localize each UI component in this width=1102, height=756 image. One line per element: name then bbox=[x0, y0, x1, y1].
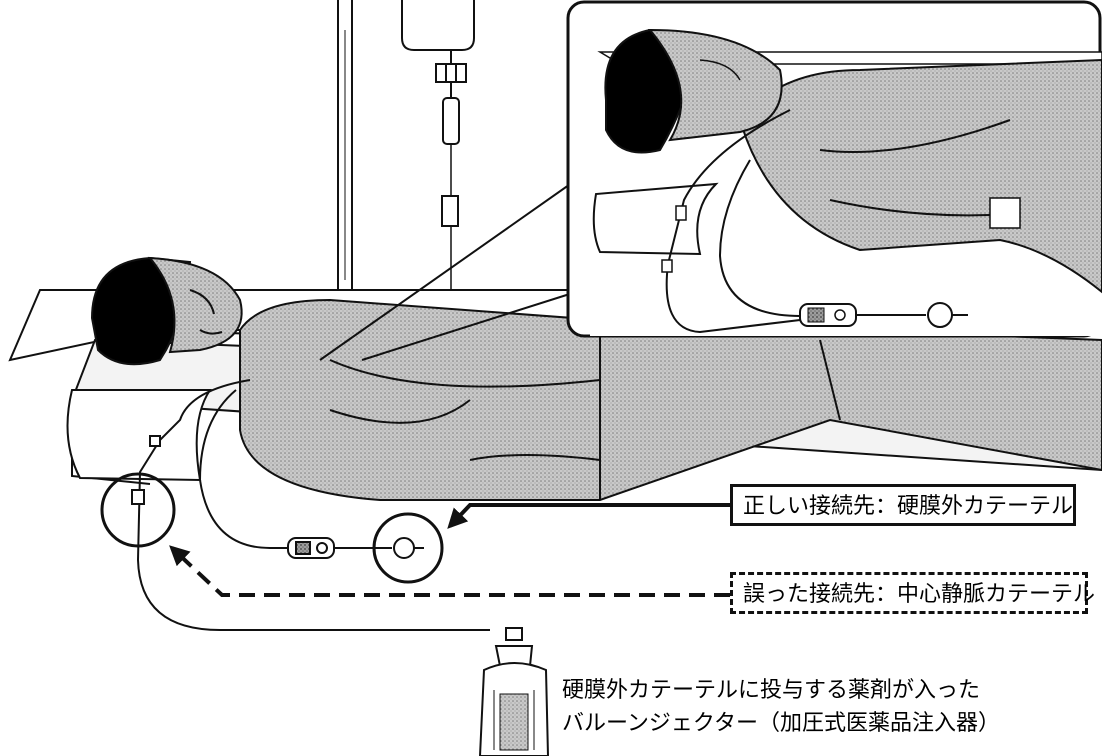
wrong-connection-label: 誤った接続先：中心静脈カテーテル bbox=[730, 572, 1088, 614]
wrong-connection-text: 誤った接続先：中心静脈カテーテル bbox=[743, 582, 1095, 607]
correct-connection-arrow bbox=[450, 505, 730, 526]
correct-connection-label: 正しい接続先：硬膜外カテーテル bbox=[730, 484, 1076, 526]
catheter-filter bbox=[288, 538, 424, 558]
caption-line-2: バルーンジェクター（加圧式医薬品注入器） bbox=[562, 707, 1000, 740]
balloon-injector bbox=[480, 628, 548, 756]
caption-line-1: 硬膜外カテーテルに投与する薬剤が入った bbox=[562, 674, 1000, 707]
inset-magnified-view bbox=[568, 2, 1102, 336]
pillow bbox=[68, 390, 211, 480]
correct-connection-text: 正しい接続先：硬膜外カテーテル bbox=[743, 494, 1073, 519]
iv-stand bbox=[338, 0, 352, 300]
wrong-connection-arrow bbox=[172, 548, 730, 595]
balloon-injector-caption: 硬膜外カテーテルに投与する薬剤が入った バルーンジェクター（加圧式医薬品注入器） bbox=[562, 674, 1000, 740]
iv-bag bbox=[402, 0, 474, 300]
